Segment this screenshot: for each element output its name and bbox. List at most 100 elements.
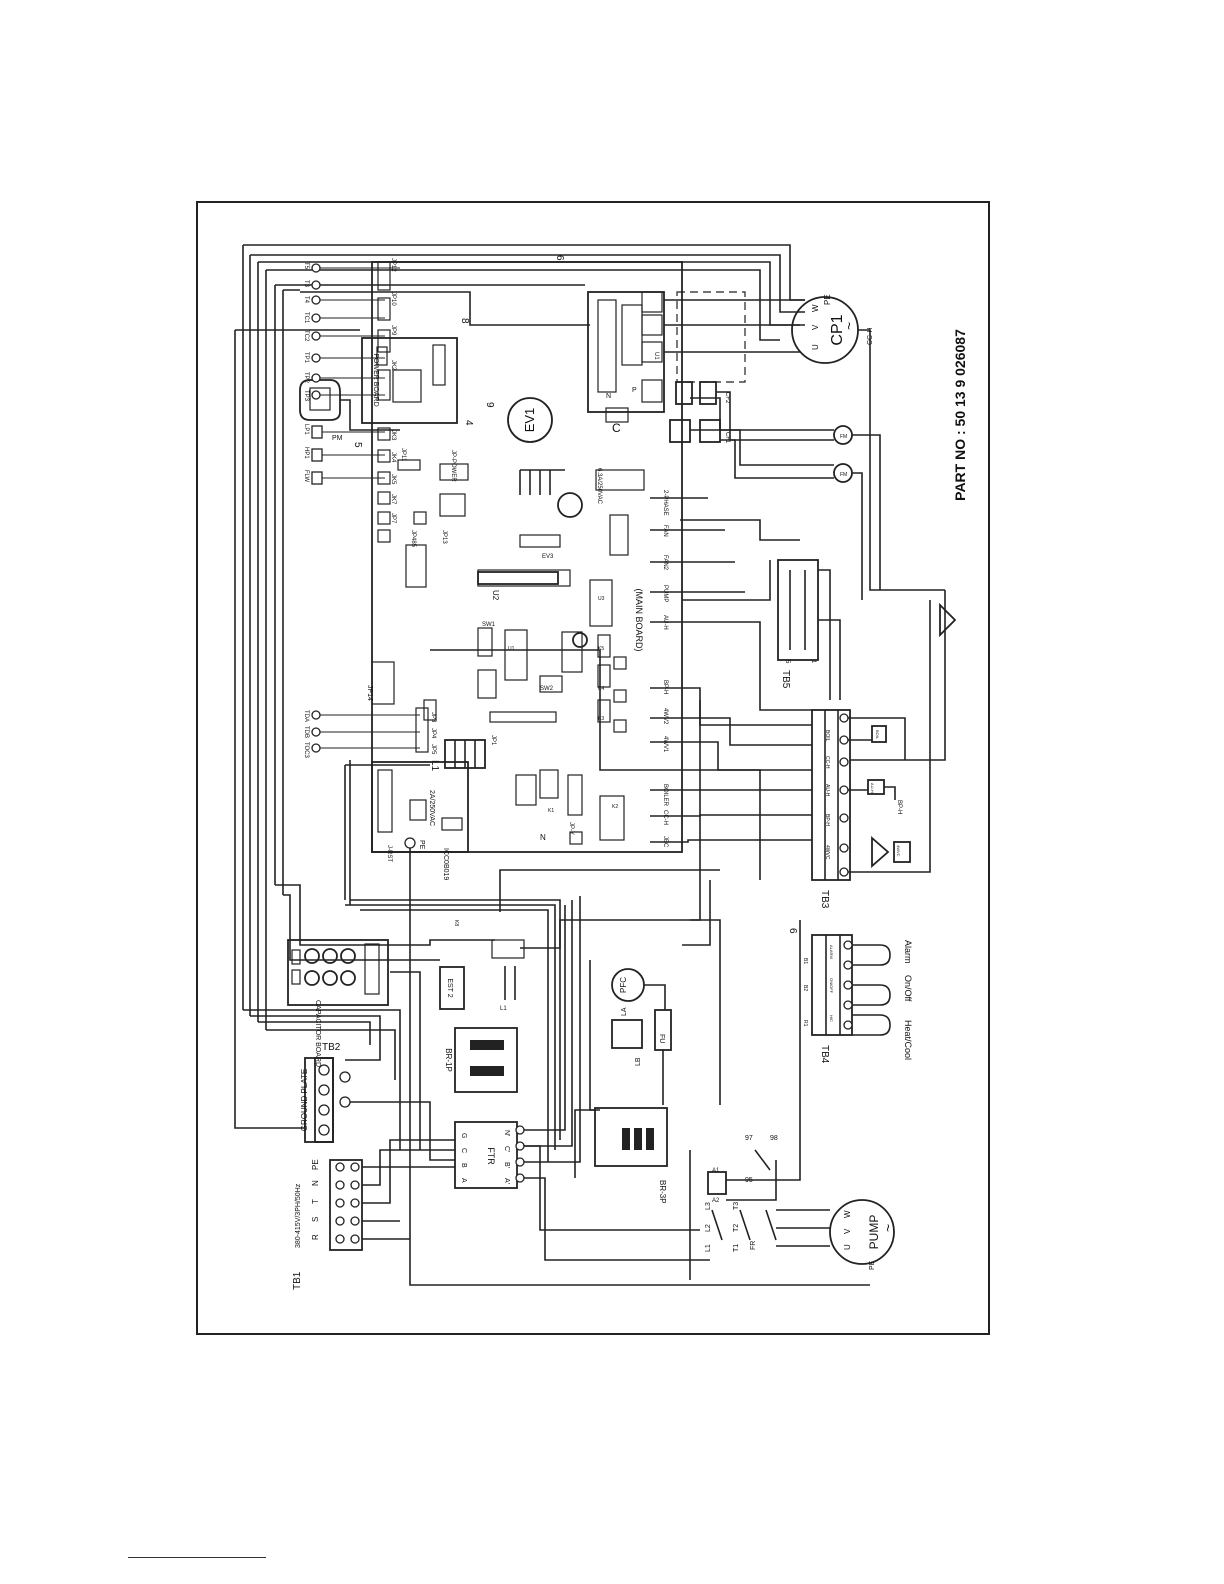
sensor-connectors-top: T5 T3 T4 TC1 TC2 TP1 TP2 TP3 LP1 HP1 FLW… — [303, 258, 408, 543]
br1p: BR-1P — [444, 1027, 518, 1093]
svg-text:L1: L1 — [429, 760, 440, 772]
svg-text:EV3: EV3 — [542, 554, 554, 560]
tb5: 5 1 TB5 — [777, 559, 841, 700]
svg-text:A': A' — [503, 1178, 510, 1184]
svg-text:T3: T3 — [733, 1202, 740, 1210]
svg-text:N: N — [540, 833, 546, 842]
svg-text:FU: FU — [658, 1034, 665, 1043]
svg-text:C: C — [460, 1148, 467, 1153]
svg-text:BP-H: BP-H — [662, 680, 668, 694]
svg-text:FR: FR — [750, 1241, 757, 1250]
svg-text:BR-3P: BR-3P — [658, 1180, 667, 1204]
svg-text:SW1: SW1 — [482, 622, 496, 628]
ftr-filter: FTR G C B A N' C' B' A' — [454, 896, 710, 1261]
power-board: POWER BOARD — [361, 337, 458, 424]
svg-text:FLW: FLW — [303, 470, 309, 483]
svg-text:JK7: JK7 — [390, 494, 396, 505]
svg-text:TB2: TB2 — [322, 1042, 341, 1053]
svg-text:B': B' — [503, 1162, 510, 1168]
svg-text:K2: K2 — [612, 804, 618, 810]
svg-text:LB: LB — [635, 1057, 642, 1066]
ground-plate-tb2: GROUND PLATE TB2 — [300, 1042, 455, 1161]
svg-text:U: U — [811, 344, 820, 350]
svg-text:BOILER: BOILER — [662, 784, 668, 807]
svg-text:A1: A1 — [712, 1168, 720, 1174]
drawing-frame — [196, 201, 990, 1335]
svg-text:TOC3: TOC3 — [303, 742, 309, 759]
br3p: BR-3P — [594, 1107, 668, 1204]
inverter-module: P N U1 C — [587, 291, 746, 435]
svg-text:JK3: JK3 — [390, 430, 396, 441]
tb3: BOIL CC-H AU-H BP-H 4WVC TB3 BOIL AU-H B… — [811, 590, 957, 909]
module-c: C — [612, 421, 621, 435]
svg-text:JBC: JBC — [662, 836, 668, 848]
svg-text:2A/250VAC: 2A/250VAC — [428, 790, 435, 826]
small-mark: K8 — [453, 920, 459, 926]
svg-text:TDB: TDB — [303, 726, 309, 738]
svg-text:JP7: JP7 — [390, 513, 396, 524]
svg-text:TP2: TP2 — [303, 372, 309, 384]
pm-label: PM — [332, 435, 343, 442]
svg-text:BOIL: BOIL — [824, 730, 830, 742]
svg-text:JK4: JK4 — [390, 452, 396, 463]
module-p: P — [632, 387, 637, 394]
svg-text:JK2: JK2 — [390, 360, 396, 371]
svg-text:JP4: JP4 — [430, 728, 436, 739]
inductor-l1: L1 — [429, 739, 486, 772]
svg-text:R1: R1 — [802, 1020, 808, 1027]
svg-text:6: 6 — [787, 928, 798, 934]
svg-text:380-415V/3PH/50Hz: 380-415V/3PH/50Hz — [295, 1183, 302, 1248]
part-number: PART NO : 50 13 9 026087 — [952, 329, 968, 501]
svg-text:H/C: H/C — [829, 1015, 834, 1022]
svg-text:CF1: CF1 — [724, 432, 730, 444]
svg-text:PUMP: PUMP — [867, 1215, 881, 1250]
svg-text:ALARM: ALARM — [829, 945, 834, 959]
filter-board: PE ICC0B019 2A/250VAC J-RST — [371, 761, 870, 1286]
svg-text:FAN: FAN — [662, 525, 668, 537]
svg-text:JP-Y: JP-Y — [568, 822, 574, 835]
svg-text:4WV2: 4WV2 — [662, 708, 668, 725]
svg-text:K4: K4 — [598, 686, 604, 692]
svg-text:4WVC: 4WVC — [824, 845, 830, 860]
svg-text:JP1: JP1 — [490, 735, 496, 746]
power-board-label: POWER BOARD — [372, 353, 379, 406]
ev1: EV1 — [507, 397, 553, 443]
svg-text:2-PHASE: 2-PHASE — [662, 490, 668, 516]
svg-text:B: B — [460, 1163, 467, 1168]
svg-text:4WV1: 4WV1 — [662, 736, 668, 753]
svg-text:B1: B1 — [802, 958, 808, 964]
svg-text:CC-H: CC-H — [662, 810, 668, 825]
svg-text:L1: L1 — [705, 1244, 712, 1252]
svg-text:L3: L3 — [705, 1202, 712, 1210]
main-board: U2 (MAIN BOARD) 6.3A/250VAC EV3 SW1 SW2 … — [366, 261, 683, 853]
compressor-tilde: ~ — [841, 322, 857, 330]
svg-text:N': N' — [503, 1130, 510, 1136]
svg-text:G: G — [460, 1133, 467, 1138]
svg-text:V: V — [811, 324, 820, 330]
svg-text:K5: K5 — [598, 646, 604, 652]
svg-text:B2: B2 — [802, 985, 808, 991]
svg-text:PE: PE — [311, 1159, 320, 1170]
svg-text:ON/OFF: ON/OFF — [829, 978, 834, 994]
svg-text:4: 4 — [463, 420, 474, 426]
svg-text:K3: K3 — [598, 716, 604, 722]
svg-text:5: 5 — [352, 442, 363, 448]
svg-text:LA: LA — [621, 1007, 628, 1016]
svg-text:PUMP: PUMP — [662, 585, 668, 602]
svg-text:AU-H: AU-H — [870, 783, 875, 793]
svg-text:~: ~ — [880, 1224, 896, 1232]
pm-plug: PM — [299, 379, 400, 442]
svg-text:JP3: JP3 — [430, 712, 436, 723]
svg-text:BOIL: BOIL — [875, 730, 880, 740]
fan-capacitors: CF2 CF1 — [669, 381, 730, 444]
svg-text:TB5: TB5 — [780, 670, 791, 689]
svg-text:TB3: TB3 — [819, 890, 830, 909]
svg-text:PFC: PFC — [619, 977, 628, 993]
svg-text:C': C' — [503, 1146, 510, 1152]
svg-text:TB4: TB4 — [819, 1045, 830, 1064]
svg-text:T4: T4 — [303, 296, 309, 304]
pfc-section: PFC LA LB FU — [589, 960, 672, 1111]
svg-text:T2: T2 — [733, 1224, 740, 1232]
svg-text:FAN2: FAN2 — [662, 555, 668, 571]
